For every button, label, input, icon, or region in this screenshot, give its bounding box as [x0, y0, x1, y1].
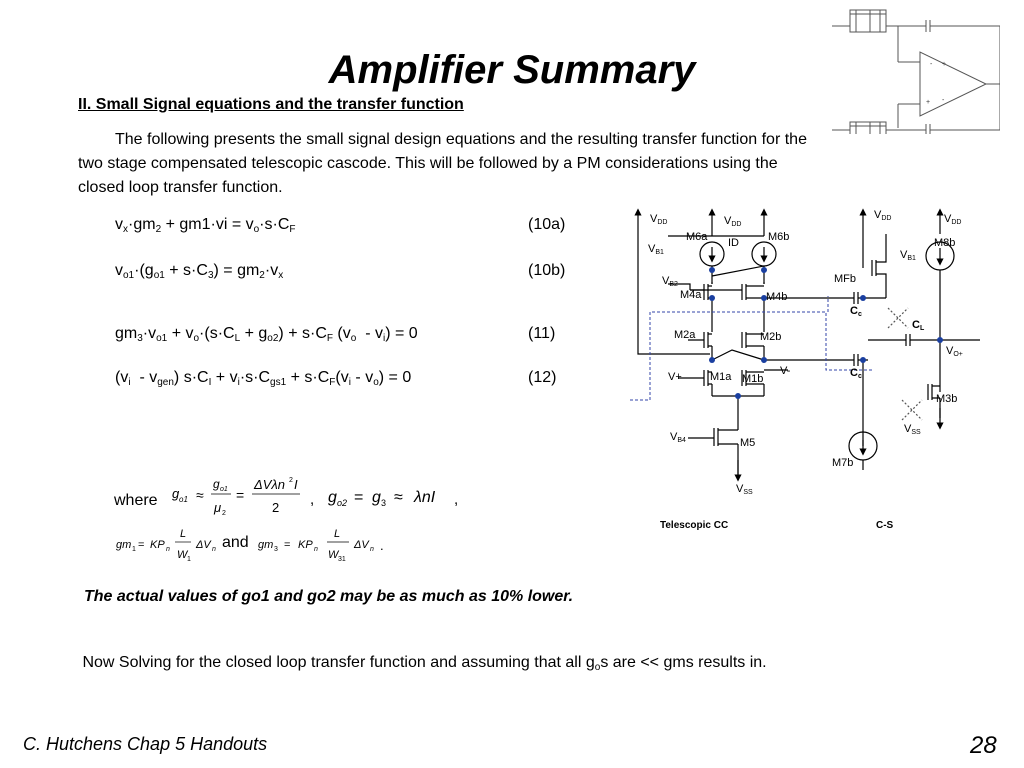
- svg-text:VDD: VDD: [944, 213, 961, 226]
- equation-number: (12): [528, 369, 557, 386]
- svg-text:gm: gm: [116, 539, 131, 551]
- svg-text:o1: o1: [179, 495, 188, 504]
- svg-text:VSS: VSS: [736, 483, 753, 496]
- circuit-thumbnail: - + + -: [832, 9, 1000, 134]
- svg-text:.: .: [380, 538, 384, 553]
- svg-text:M5: M5: [740, 437, 755, 449]
- svg-text:KP: KP: [150, 539, 165, 551]
- svg-text:VSS: VSS: [904, 423, 921, 436]
- svg-text:VDD: VDD: [874, 209, 891, 222]
- svg-text:2: 2: [272, 500, 279, 515]
- svg-text:gm: gm: [258, 539, 273, 551]
- svg-text:≈: ≈: [394, 489, 403, 506]
- svg-text:+: +: [942, 61, 946, 68]
- svg-text:g: g: [213, 477, 220, 491]
- svg-text:W: W: [328, 549, 340, 561]
- svg-text:CL: CL: [912, 319, 925, 332]
- svg-text:M6b: M6b: [768, 231, 789, 243]
- svg-text:o2: o2: [337, 498, 347, 508]
- svg-text:Cc: Cc: [850, 305, 862, 318]
- svg-text:3: 3: [274, 546, 278, 553]
- svg-text:2: 2: [222, 510, 226, 517]
- svg-text:V-: V-: [780, 365, 791, 377]
- svg-text:3: 3: [381, 498, 386, 508]
- svg-text:n: n: [314, 546, 318, 553]
- svg-text:λnI: λnI: [413, 489, 436, 506]
- note-text: The actual values of go1 and go2 may be …: [84, 588, 574, 605]
- svg-text:+: +: [926, 99, 930, 106]
- svg-text:VDD: VDD: [724, 215, 741, 228]
- where-label: where: [114, 492, 158, 509]
- page-number: 28: [970, 732, 997, 759]
- svg-text:MFb: MFb: [834, 273, 856, 285]
- page-title: Amplifier Summary: [328, 48, 696, 92]
- svg-text:VB4: VB4: [670, 431, 686, 444]
- svg-text:=: =: [138, 539, 144, 551]
- svg-text:n: n: [212, 546, 216, 553]
- svg-text:Cc: Cc: [850, 367, 862, 380]
- intro-paragraph: The following presents the small signal …: [78, 131, 807, 196]
- equation-11: gm3·vo1 + vo·(s·CL + go2) + s·CF (vo - v…: [115, 325, 418, 344]
- svg-text:n: n: [166, 546, 170, 553]
- svg-text:31: 31: [338, 556, 346, 563]
- equation-number: (10b): [528, 262, 566, 279]
- svg-text:M4a: M4a: [680, 289, 702, 301]
- svg-text:ΔV: ΔV: [195, 539, 212, 551]
- amplifier-schematic: VDD VDD VDD VDD VB1 VB1 VB2 VB4 VSS VSS …: [630, 208, 980, 531]
- svg-text:g: g: [372, 489, 381, 506]
- svg-text:VDD: VDD: [650, 213, 667, 226]
- closing-paragraph: Now Solving for the closed loop transfer…: [82, 654, 767, 673]
- svg-text:VB1: VB1: [900, 249, 916, 262]
- svg-text:1: 1: [132, 546, 136, 553]
- svg-text:ΔV: ΔV: [353, 539, 370, 551]
- svg-text:VB1: VB1: [648, 243, 664, 256]
- svg-text:≈: ≈: [196, 487, 204, 503]
- equation-12: (vi - vgen) s·CI + vi·s·Cgs1 + s·CF(vi -…: [115, 369, 412, 388]
- svg-text:ΔVλn: ΔVλn: [253, 477, 285, 492]
- svg-text:I: I: [294, 477, 298, 492]
- equation-10b: vo1·(go1 + s·C3) = gm2·vx: [115, 262, 284, 281]
- svg-text:o1: o1: [220, 486, 228, 493]
- svg-text:n: n: [370, 546, 374, 553]
- svg-text:-: -: [930, 61, 933, 68]
- svg-text:W: W: [177, 549, 189, 561]
- and-label: and: [222, 534, 249, 551]
- caption-cs: C-S: [876, 520, 894, 531]
- svg-text:2: 2: [289, 477, 293, 484]
- svg-text:M7b: M7b: [832, 457, 853, 469]
- svg-text:VO+: VO+: [946, 345, 963, 358]
- svg-text:L: L: [334, 528, 340, 540]
- equation-number: (11): [528, 325, 556, 342]
- svg-text:M3b: M3b: [936, 393, 957, 405]
- svg-text:M4b: M4b: [766, 291, 787, 303]
- footer-author: C. Hutchens Chap 5 Handouts: [23, 734, 268, 754]
- section-heading: II. Small Signal equations and the trans…: [78, 96, 464, 113]
- svg-text:,: ,: [310, 491, 314, 508]
- svg-text:μ: μ: [213, 500, 221, 515]
- svg-text:=: =: [354, 489, 363, 506]
- svg-text:M2a: M2a: [674, 329, 696, 341]
- equation-number: (10a): [528, 216, 566, 233]
- svg-text:-: -: [942, 97, 945, 104]
- svg-text:L: L: [180, 528, 186, 540]
- svg-text:1: 1: [187, 556, 191, 563]
- svg-text:,: ,: [454, 491, 458, 508]
- svg-text:M8b: M8b: [934, 237, 955, 249]
- caption-telescopic: Telescopic CC: [660, 520, 728, 531]
- svg-text:M1b: M1b: [742, 373, 763, 385]
- svg-text:M2b: M2b: [760, 331, 781, 343]
- svg-text:g: g: [172, 486, 180, 501]
- svg-text:=: =: [284, 539, 290, 551]
- svg-text:=: =: [236, 487, 244, 503]
- svg-text:M1a: M1a: [710, 371, 732, 383]
- svg-text:KP: KP: [298, 539, 313, 551]
- equation-10a: vx·gm2 + gm1·vi = vo·s·CF: [115, 216, 296, 235]
- svg-text:M6a: M6a: [686, 231, 708, 243]
- svg-text:VB2: VB2: [662, 275, 678, 288]
- svg-text:ID: ID: [728, 237, 739, 249]
- svg-text:g: g: [328, 489, 337, 506]
- svg-text:V+: V+: [668, 371, 682, 383]
